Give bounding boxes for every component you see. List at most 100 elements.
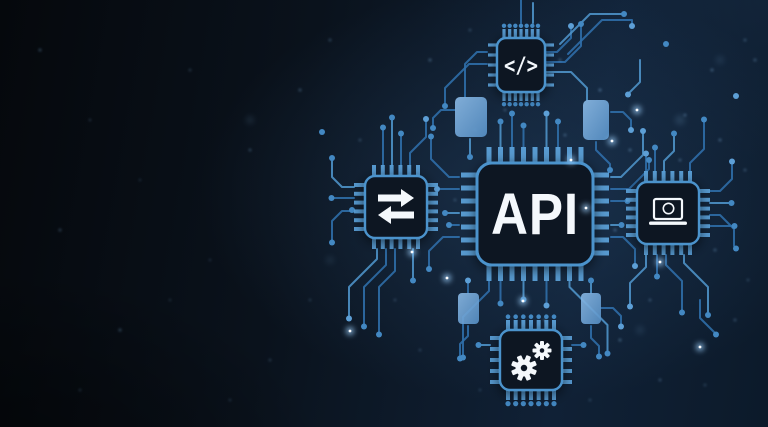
trace [709,163,733,192]
via-dot [346,315,352,322]
via-dot [426,266,432,272]
pin-dot [551,401,557,407]
sparkle [696,343,704,351]
via-dot [430,125,436,131]
trace [629,254,647,305]
chip-pin [354,227,367,231]
chip-pin [372,236,376,249]
chip-pin [578,263,584,281]
chip-pin [490,369,502,373]
chip-pin [513,90,517,101]
trace [629,59,641,93]
via-dot [376,331,382,338]
via-dot [497,300,504,307]
trace [699,299,715,333]
chip-pin [519,29,523,40]
sparkle [519,297,527,305]
chip-pin [461,224,479,230]
chip-pin [425,227,438,231]
chip-pin [543,63,554,67]
via-dot [627,303,633,310]
via-dot [446,222,452,228]
chip-pin [529,388,533,400]
via-dot [596,353,602,360]
chip-pin [555,147,561,165]
trace [590,325,600,355]
via-dot [475,342,482,348]
trace [378,248,396,333]
via-dot [555,118,561,125]
chip-pin [688,171,692,184]
pin-dot [505,314,511,320]
chip-pin [697,197,710,202]
gear-hole [520,364,528,372]
particle [683,113,687,117]
chip-pin [697,224,710,229]
chip-pin [529,320,533,332]
particle [328,38,332,42]
api-chip: API [461,147,609,281]
chip-pin [661,242,666,255]
particle [138,178,142,182]
chip-pin [661,171,666,184]
chip-pin [544,263,549,281]
glow-sparkles [346,106,704,351]
chip-pin [543,83,554,87]
particle [618,338,622,342]
particle [478,388,482,392]
chip-pin [461,198,479,204]
chip-pin [591,250,609,256]
chip-pin [688,242,692,255]
transfer-chip-body [363,174,429,240]
chip-pin [407,165,412,178]
particle [58,228,62,232]
via-dot [329,239,335,246]
chip-pin [389,236,394,249]
background-particles [38,28,757,402]
trace [464,51,488,98]
via-dot [568,23,574,29]
trace [430,138,460,178]
api-chip-pins [461,147,609,281]
trace [409,121,427,166]
gears-chip-pins [490,314,572,407]
bokeh-dot [246,116,254,124]
chip-pin [697,189,710,193]
chip-pin [560,336,572,340]
chip-pin [626,189,639,193]
particle [453,198,457,202]
pin-dot [536,314,541,320]
via-dot [629,23,635,29]
via-dot [671,130,677,137]
chip-pin [530,90,534,101]
pin-dot [513,23,518,28]
chip-pin [532,147,538,165]
via-dot [497,118,504,125]
chip-pin [591,198,609,204]
via-dot [646,157,652,163]
via-dot [319,129,325,135]
particle [418,348,422,352]
chip-pin [416,236,420,249]
chip-pin [544,147,549,165]
gears-chip [490,314,572,407]
sparkle-core [445,276,449,280]
chip-pin [521,388,526,400]
chip-pin [461,237,479,243]
display-chip [626,171,710,255]
via-dot [604,350,611,357]
via-dot [580,342,587,348]
sparkle-core [569,158,573,162]
trace [595,141,611,171]
particle [753,58,757,62]
chip-pin [679,171,684,184]
trace [709,214,735,247]
via-dot [398,130,404,137]
sparkle [656,258,664,266]
transfer-arrows-icon [378,189,414,224]
trace [544,71,588,101]
chip-pin [536,388,541,400]
gears-chip-body [498,328,564,392]
chip-pin [407,236,412,249]
